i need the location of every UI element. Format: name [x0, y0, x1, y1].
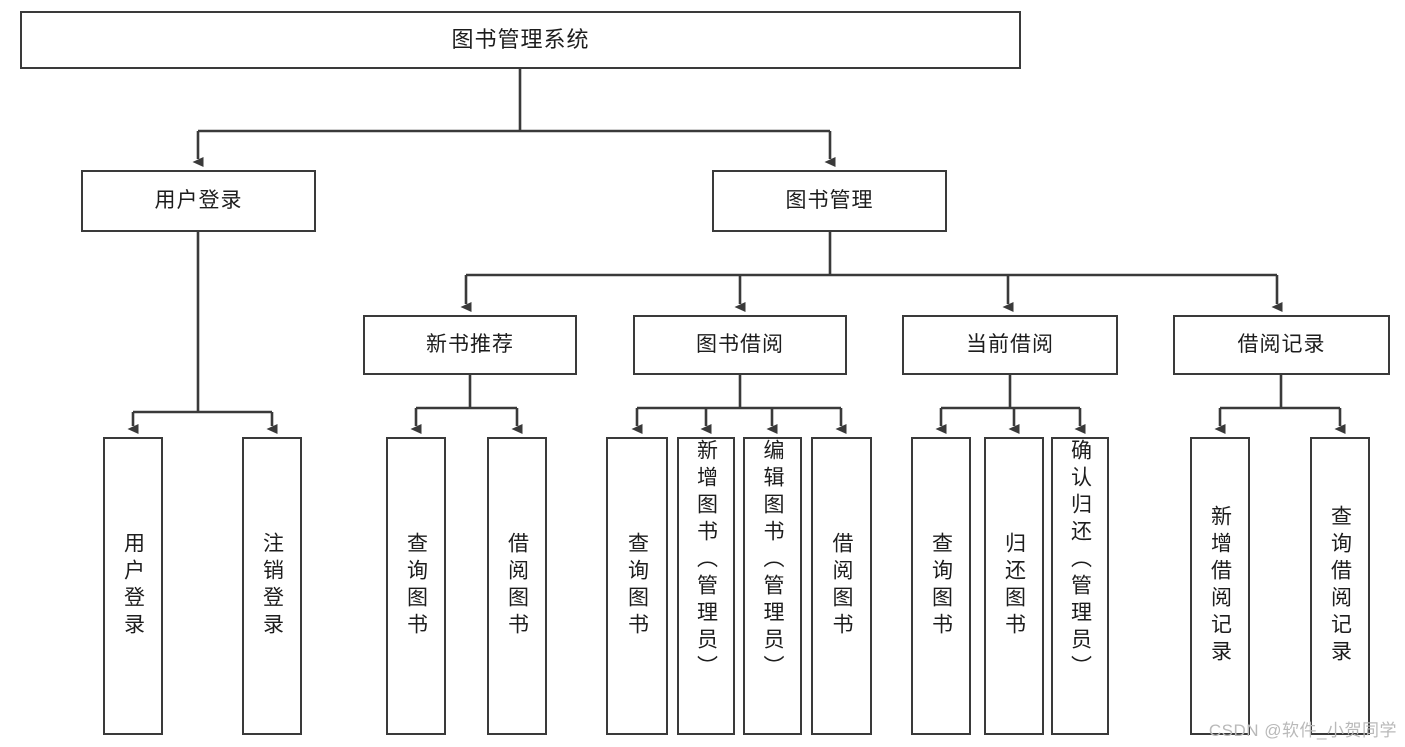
node-leaf-user-login[interactable]: 用户登录 [103, 437, 163, 735]
node-book-borrow[interactable]: 图书借阅 [633, 315, 847, 375]
node-user-login[interactable]: 用户登录 [81, 170, 316, 232]
node-leaf-brw-query-book[interactable]: 查询图书 [606, 437, 668, 735]
node-leaf-brw-query-book-label: 查询图书 [625, 532, 649, 640]
node-leaf-brw-edit-book[interactable]: 编辑图书（管理员） [743, 437, 802, 735]
node-leaf-cur-query-book-label: 查询图书 [929, 532, 953, 640]
node-borrow-record-label: 借阅记录 [1237, 332, 1326, 356]
node-leaf-rec-query-book[interactable]: 查询图书 [386, 437, 446, 735]
node-root-label: 图书管理系统 [451, 27, 590, 53]
node-leaf-brw-add-book[interactable]: 新增图书（管理员） [677, 437, 735, 735]
node-leaf-add-borrow-record[interactable]: 新增借阅记录 [1190, 437, 1250, 735]
node-leaf-user-login-label: 用户登录 [121, 532, 145, 640]
node-leaf-cur-query-book[interactable]: 查询图书 [911, 437, 971, 735]
node-leaf-query-borrow-record[interactable]: 查询借阅记录 [1310, 437, 1370, 735]
node-new-book-rec-label: 新书推荐 [426, 332, 514, 356]
node-leaf-rec-query-book-label: 查询图书 [404, 532, 428, 640]
node-new-book-rec[interactable]: 新书推荐 [363, 315, 577, 375]
node-user-login-label: 用户登录 [154, 188, 243, 212]
node-current-borrow[interactable]: 当前借阅 [902, 315, 1118, 375]
node-leaf-rec-borrow-book[interactable]: 借阅图书 [487, 437, 547, 735]
node-leaf-brw-borrow-book-label: 借阅图书 [830, 532, 853, 640]
node-leaf-brw-borrow-book[interactable]: 借阅图书 [811, 437, 872, 735]
node-leaf-user-logout[interactable]: 注销登录 [242, 437, 302, 735]
node-leaf-brw-add-book-label: 新增图书（管理员） [694, 439, 718, 682]
node-book-manage-label: 图书管理 [785, 188, 874, 212]
node-current-borrow-label: 当前借阅 [966, 332, 1054, 356]
node-leaf-cur-return-book-label: 归还图书 [1002, 532, 1026, 640]
node-leaf-query-borrow-record-label: 查询借阅记录 [1328, 505, 1352, 667]
node-leaf-cur-return-book[interactable]: 归还图书 [984, 437, 1044, 735]
node-borrow-record[interactable]: 借阅记录 [1173, 315, 1390, 375]
node-root[interactable]: 图书管理系统 [20, 11, 1021, 69]
node-leaf-brw-edit-book-label: 编辑图书（管理员） [761, 439, 784, 682]
node-book-borrow-label: 图书借阅 [696, 332, 784, 356]
node-leaf-cur-confirm-return[interactable]: 确认归还（管理员） [1051, 437, 1109, 735]
node-leaf-add-borrow-record-label: 新增借阅记录 [1208, 505, 1232, 667]
node-leaf-cur-confirm-return-label: 确认归还（管理员） [1068, 439, 1092, 682]
node-leaf-rec-borrow-book-label: 借阅图书 [505, 532, 529, 640]
watermark: CSDN @软件_小贺同学 [1208, 721, 1397, 740]
node-book-manage[interactable]: 图书管理 [712, 170, 947, 232]
node-leaf-user-logout-label: 注销登录 [260, 532, 284, 640]
